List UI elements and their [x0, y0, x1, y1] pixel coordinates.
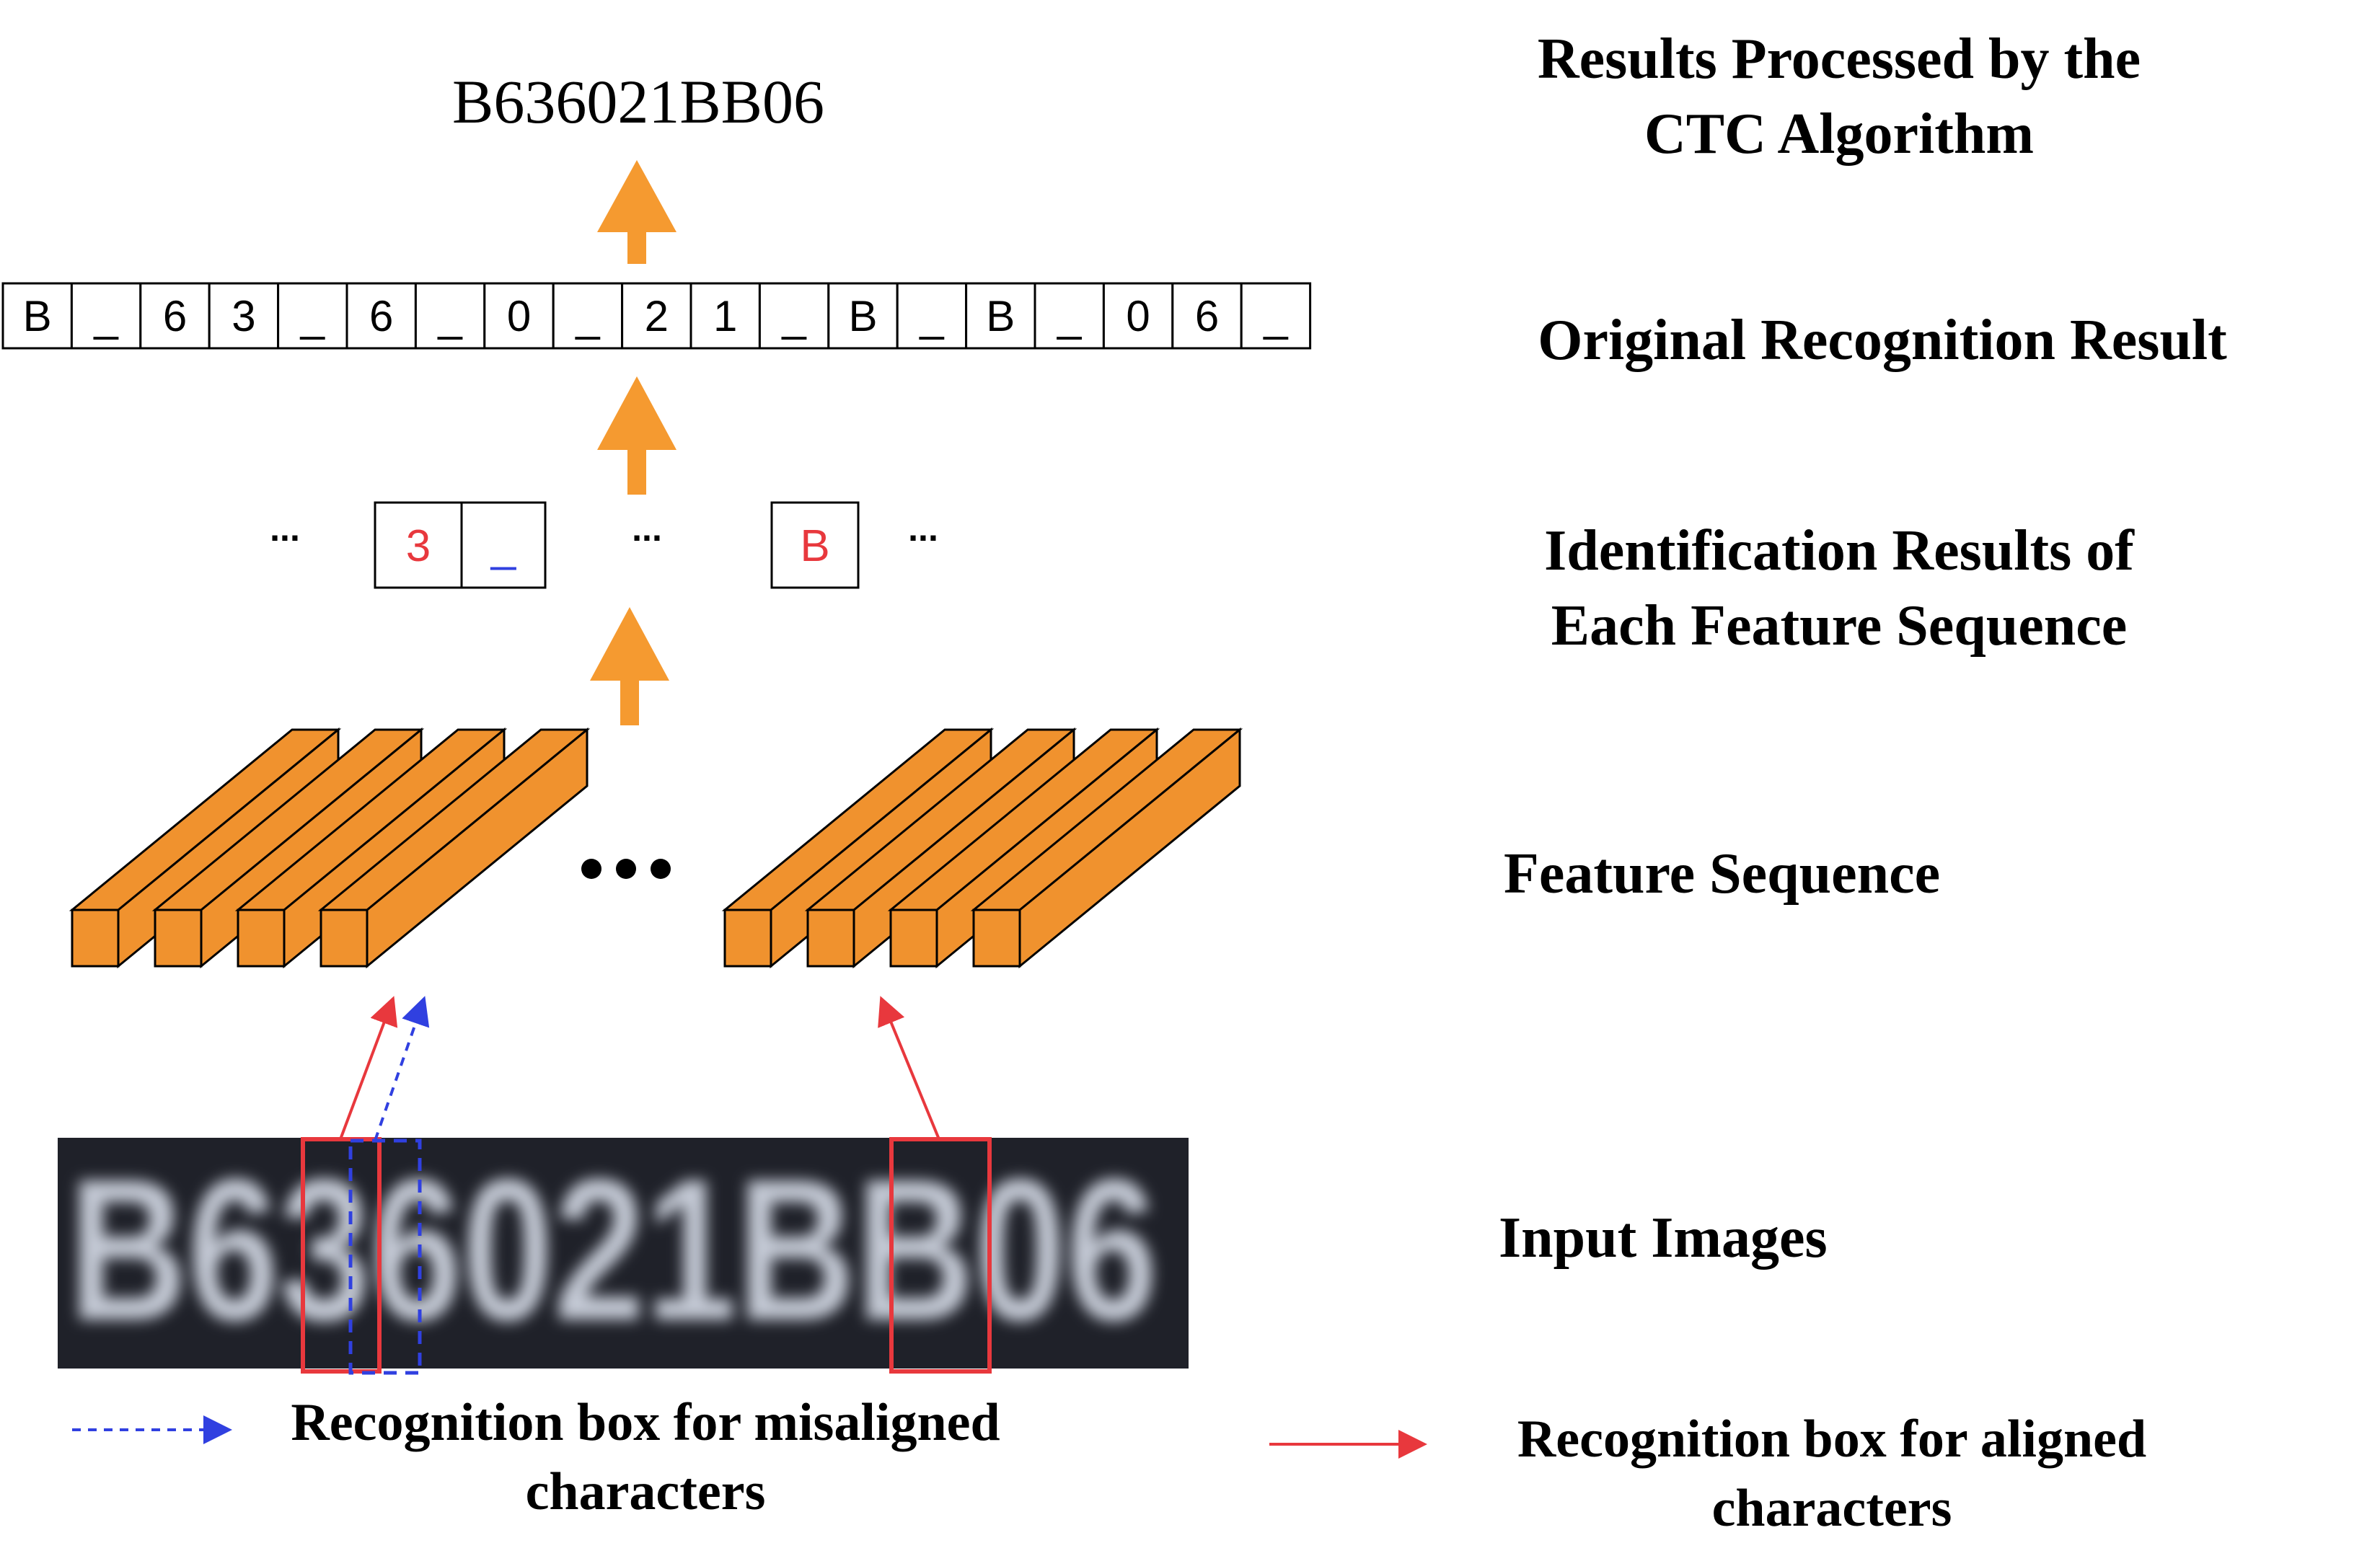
ctc-final-output: B636021BB06	[451, 67, 825, 136]
sequence-cell	[277, 282, 348, 350]
feature-bar-front	[806, 908, 855, 968]
sequence-cell-label: 0	[1126, 292, 1150, 340]
feature-bar-front	[972, 908, 1021, 968]
sequence-cell	[345, 282, 417, 350]
feature-bar-front	[889, 908, 938, 968]
feature-result-blank: _	[490, 521, 517, 571]
sequence-cell-label: 0	[507, 292, 531, 340]
sequence-cell	[70, 282, 142, 350]
feature-bar	[970, 727, 1243, 969]
sequence-cell-label: _	[575, 292, 601, 340]
sequence-cell	[1102, 282, 1174, 350]
sequence-cell-label: _	[437, 292, 463, 340]
sequence-cell	[621, 282, 692, 350]
sequence-cell-label: 6	[369, 292, 393, 340]
sequence-cell	[1033, 282, 1105, 350]
ellipsis-middle: ...	[632, 508, 662, 549]
sequence-cell-label: 3	[232, 292, 255, 340]
aligned-connector-left	[339, 996, 398, 1140]
feature-result-group-b: B	[770, 501, 860, 589]
sequence-cell-label: _	[300, 292, 326, 340]
sequence-cell-label: B	[986, 292, 1015, 340]
sequence-cell	[414, 282, 486, 350]
sequence-cell-label: B	[23, 292, 52, 340]
sequence-cell	[552, 282, 624, 350]
sequence-cell	[1240, 282, 1312, 350]
legend-misaligned: Recognition box for misaligned character…	[238, 1388, 1053, 1526]
legend-aligned-text: Recognition box for aligned characters	[1517, 1410, 2147, 1538]
sequence-cell-label: _	[1263, 292, 1289, 340]
feature-bar	[317, 727, 591, 969]
sequence-cell-label: _	[781, 292, 807, 340]
sequence-cell	[965, 282, 1036, 350]
input-image: B636021BB06	[58, 1138, 1189, 1369]
label-input-images: Input Images	[1499, 1201, 1828, 1275]
sequence-cell-label: _	[1057, 292, 1083, 340]
label-feature-sequence: Feature Sequence	[1504, 836, 1940, 911]
feature-bar-front	[71, 908, 120, 968]
sequence-cell-label: _	[919, 292, 945, 340]
feature-bar-front	[319, 908, 369, 968]
feature-ellipsis-dots	[581, 859, 671, 879]
misaligned-box	[348, 1139, 422, 1375]
up-arrow-middle	[597, 376, 676, 495]
feature-bar-front	[237, 908, 286, 968]
label-original-result: Original Recognition Result	[1414, 303, 2351, 378]
feature-bar-front	[154, 908, 203, 968]
aligned-box-b	[889, 1137, 992, 1374]
misaligned-connector	[374, 996, 430, 1141]
sequence-cell	[689, 282, 761, 350]
sequence-cell-label: 6	[163, 292, 187, 340]
aligned-connector-right	[878, 996, 940, 1140]
sequence-cell-label: 1	[713, 292, 737, 340]
label-identification-results-text: Identification Results of Each Feature S…	[1544, 519, 2134, 658]
sequence-cell	[827, 282, 899, 350]
sequence-cell	[1171, 282, 1243, 350]
sequence-cell-label: 6	[1195, 292, 1219, 340]
label-original-result-text: Original Recognition Result	[1538, 309, 2227, 372]
up-arrow-bottom	[590, 607, 669, 725]
ellipsis-left: ...	[270, 508, 300, 549]
input-image-text: B636021BB06	[69, 1138, 1158, 1363]
ellipsis-right: ...	[908, 508, 938, 549]
feature-result-group-a: 3 _	[374, 501, 547, 589]
label-feature-sequence-text: Feature Sequence	[1504, 842, 1941, 906]
sequence-cell	[208, 282, 280, 350]
label-identification-results: Identification Results of Each Feature S…	[1414, 513, 2265, 663]
label-input-images-text: Input Images	[1499, 1206, 1828, 1270]
sequence-cell-label: _	[93, 292, 119, 340]
sequence-cell	[139, 282, 211, 350]
legend-aligned: Recognition box for aligned characters	[1450, 1405, 2214, 1543]
feature-sequence-bars	[69, 727, 1243, 969]
legend-misaligned-text: Recognition box for misaligned character…	[291, 1393, 1000, 1521]
up-arrow-top	[597, 160, 676, 264]
feature-bar-front	[723, 908, 772, 968]
label-ctc-results-text: Results Processed by the CTC Algorithm	[1537, 27, 2141, 166]
label-ctc-results: Results Processed by the CTC Algorithm	[1414, 22, 2265, 172]
sequence-cell-label: B	[848, 292, 877, 340]
sequence-cell-label: 2	[645, 292, 669, 340]
feature-result-3: 3	[406, 521, 431, 571]
feature-result-b: B	[800, 521, 829, 571]
